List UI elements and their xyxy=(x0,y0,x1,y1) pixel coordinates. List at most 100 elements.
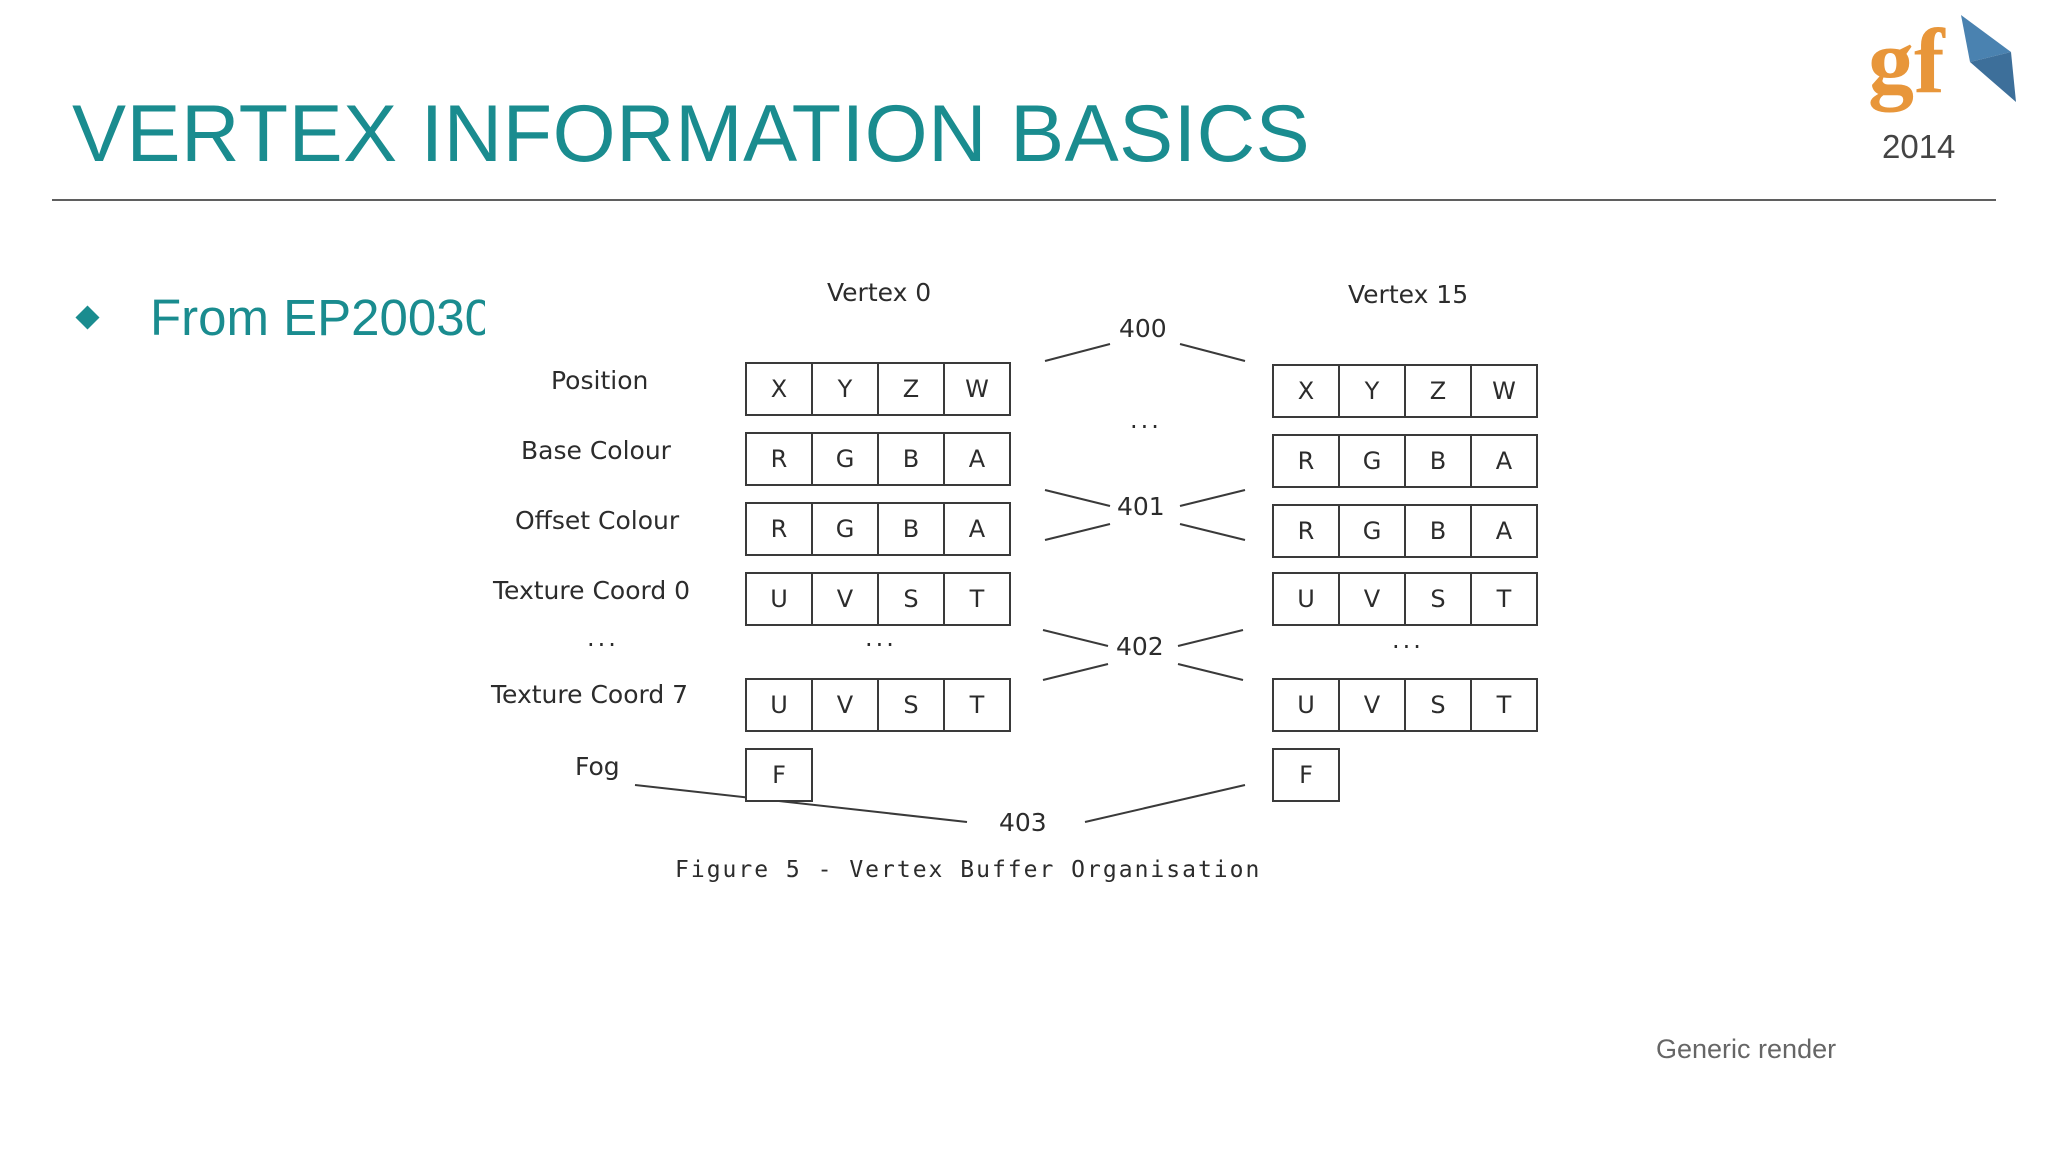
cell: A xyxy=(943,432,1011,486)
cell: S xyxy=(1404,678,1472,732)
cell: R xyxy=(1272,434,1340,488)
vertex-0-fog-row: F xyxy=(745,748,813,802)
vertex-0-group: X Y Z W R G B A R G B A U V S T xyxy=(745,362,1025,812)
cell: X xyxy=(1272,364,1340,418)
cell: G xyxy=(1338,504,1406,558)
ref-400: 400 xyxy=(1119,314,1167,343)
cell: A xyxy=(1470,504,1538,558)
vertex-0-offset-colour-row: R G B A xyxy=(745,502,1011,556)
cell: V xyxy=(1338,572,1406,626)
connector-402-left-upper xyxy=(1042,629,1109,647)
vertex-15-fog-row: F xyxy=(1272,748,1340,802)
cell: B xyxy=(877,502,945,556)
row-label-fog: Fog xyxy=(575,752,620,781)
row-label-offset-colour: Offset Colour xyxy=(515,506,680,535)
cell: G xyxy=(811,432,879,486)
vertex-0-texture-coord-7-row: U V S T xyxy=(745,678,1011,732)
cell: S xyxy=(877,678,945,732)
vertex-15-base-colour-row: R G B A xyxy=(1272,434,1538,488)
vertex-15-group: X Y Z W R G B A R G B A U V S T xyxy=(1272,364,1552,814)
connector-401-left-lower xyxy=(1044,523,1111,541)
cell: G xyxy=(1338,434,1406,488)
cell: R xyxy=(1272,504,1340,558)
cell: Y xyxy=(811,362,879,416)
row-label-texture-coord-0: Texture Coord 0 xyxy=(493,576,691,605)
cell: Y xyxy=(1338,364,1406,418)
cell: G xyxy=(811,502,879,556)
cell: X xyxy=(745,362,813,416)
ref-402: 402 xyxy=(1116,632,1164,661)
cell: B xyxy=(1404,504,1472,558)
vertex-15-texture-coord-0-row: U V S T xyxy=(1272,572,1538,626)
cell: T xyxy=(1470,572,1538,626)
diamond-bullet-icon xyxy=(75,305,100,330)
ref-401: 401 xyxy=(1117,492,1165,521)
year-label: 2014 xyxy=(1882,128,1956,165)
cell: A xyxy=(943,502,1011,556)
vertex-0-texture-coord-0-row: U V S T xyxy=(745,572,1011,626)
gf-logo: gf xyxy=(1866,10,2026,122)
connector-403-right xyxy=(1084,784,1246,823)
cell: V xyxy=(1338,678,1406,732)
row-label-base-colour: Base Colour xyxy=(521,436,671,465)
connector-401-right-upper xyxy=(1179,489,1246,507)
gf-logo-icon: gf xyxy=(1868,10,2016,112)
connector-402-left-lower xyxy=(1042,663,1109,681)
cell: S xyxy=(1404,572,1472,626)
vertex-15-label: Vertex 15 xyxy=(1348,280,1469,309)
connector-401-right-lower xyxy=(1179,523,1246,541)
figure-connectors xyxy=(634,343,1246,823)
cell: S xyxy=(877,572,945,626)
vertex-15-ellipsis: ... xyxy=(1392,626,1424,654)
bullet-item: From EP2003089403 xyxy=(72,280,492,350)
slide-title: VERTEX INFORMATION BASICS xyxy=(72,89,1311,179)
footer-note: Generic render xyxy=(1656,1034,1837,1064)
cell: U xyxy=(745,678,813,732)
cell: U xyxy=(745,572,813,626)
row-label-texture-coord-7: Texture Coord 7 xyxy=(491,680,689,709)
cell: R xyxy=(745,502,813,556)
figure-caption: Figure 5 - Vertex Buffer Organisation xyxy=(675,857,1262,883)
between-vertices-ellipsis: ... xyxy=(1130,406,1162,434)
cell: W xyxy=(1470,364,1538,418)
vertex-0-label: Vertex 0 xyxy=(827,278,932,307)
cell: R xyxy=(745,432,813,486)
cell: U xyxy=(1272,572,1340,626)
vertex-15-position-row: X Y Z W xyxy=(1272,364,1538,418)
cell: U xyxy=(1272,678,1340,732)
cell: T xyxy=(943,678,1011,732)
row-label-ellipsis: ... xyxy=(587,624,619,652)
bullet-text: From EP2003089403 xyxy=(150,289,492,346)
vertex-0-position-row: X Y Z W xyxy=(745,362,1011,416)
row-label-position: Position xyxy=(551,366,649,395)
cell: T xyxy=(943,572,1011,626)
vertex-15-offset-colour-row: R G B A xyxy=(1272,504,1538,558)
logo-arrow-lower xyxy=(1970,52,2016,102)
cell: Z xyxy=(877,362,945,416)
connector-400-right xyxy=(1179,343,1246,362)
cell: W xyxy=(943,362,1011,416)
connector-403-left xyxy=(634,784,968,823)
ref-403: 403 xyxy=(999,808,1047,837)
vertex-15-texture-coord-7-row: U V S T xyxy=(1272,678,1538,732)
logo-text: gf xyxy=(1868,10,1946,112)
connector-401-left-upper xyxy=(1044,489,1111,507)
logo-arrow-upper xyxy=(1961,15,2011,62)
cell: V xyxy=(811,572,879,626)
cell: B xyxy=(877,432,945,486)
vertex-buffer-figure: Vertex 0 Vertex 15 Position Base Colour … xyxy=(485,272,1565,892)
vertex-0-ellipsis: ... xyxy=(865,624,897,652)
cell: Z xyxy=(1404,364,1472,418)
cell: B xyxy=(1404,434,1472,488)
cell: T xyxy=(1470,678,1538,732)
connector-400-left xyxy=(1044,343,1111,362)
connector-402-right-upper xyxy=(1177,629,1244,647)
title-divider xyxy=(52,199,1996,201)
cell: F xyxy=(1272,748,1340,802)
vertex-0-base-colour-row: R G B A xyxy=(745,432,1011,486)
cell: A xyxy=(1470,434,1538,488)
cell: F xyxy=(745,748,813,802)
cell: V xyxy=(811,678,879,732)
connector-402-right-lower xyxy=(1177,663,1244,681)
